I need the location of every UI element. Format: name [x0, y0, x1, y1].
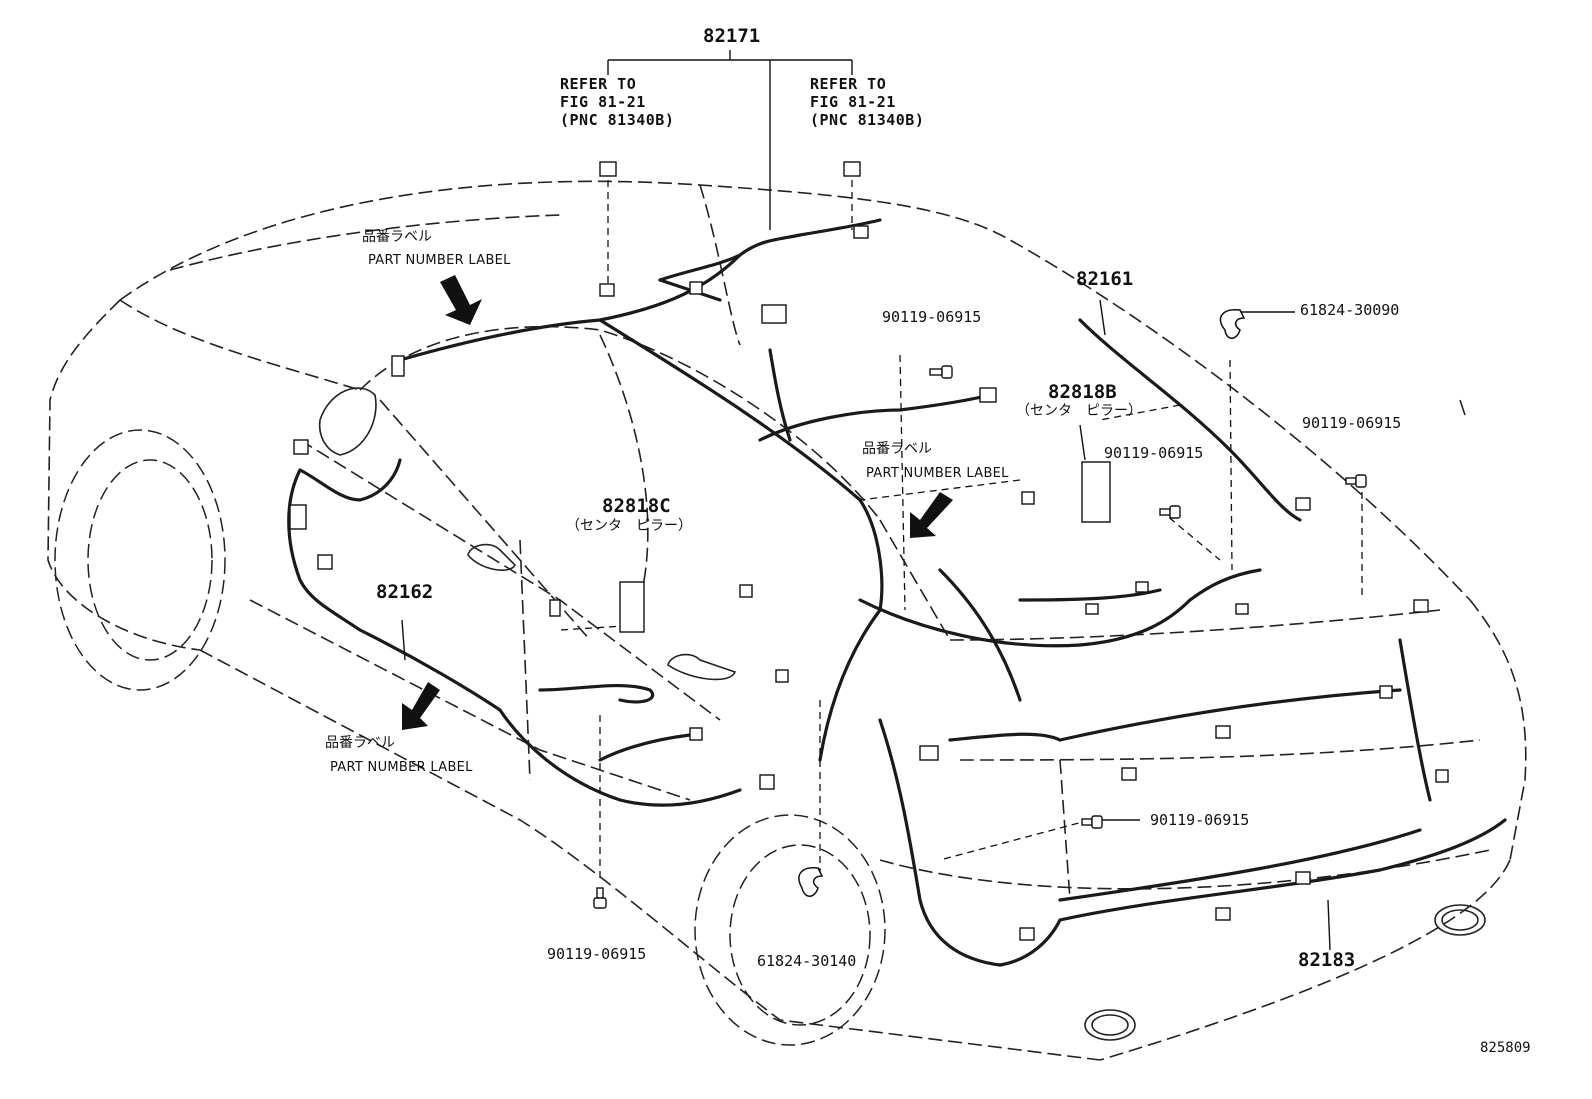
refer-left-line2: FIG 81-21 — [560, 93, 646, 111]
part-82171-label: 82171 — [703, 25, 761, 47]
part-label-en-mid: PART NUMBER LABEL — [866, 466, 1009, 481]
part-label-en-top: PART NUMBER LABEL — [368, 253, 511, 268]
part-82183-label: 82183 — [1298, 949, 1356, 971]
bolt-label-bottom: 90119-06915 — [547, 945, 647, 963]
refer-left-line3: (PNC 81340B) — [560, 111, 675, 129]
refer-right-line3: (PNC 81340B) — [810, 111, 925, 129]
refer-right-line2: FIG 81-21 — [810, 93, 896, 111]
part-label-jp-mid: 品番ラベル — [862, 441, 932, 457]
bolt-label-top: 90119-06915 — [882, 308, 982, 326]
part-label-jp-top: 品番ラベル — [362, 229, 432, 245]
center-pillar-jp-right: （センタ ピラー） — [1016, 403, 1142, 419]
refer-left-line1: REFER TO — [560, 75, 637, 93]
part-label-jp-bottom: 品番ラベル — [325, 735, 395, 751]
center-pillar-jp-left: （センタ ピラー） — [566, 518, 692, 534]
part-82162-label: 82162 — [376, 581, 434, 603]
part-61824-30140-label: 61824-30140 — [757, 952, 857, 970]
bolt-label-right: 90119-06915 — [1302, 414, 1402, 432]
bolt-label-mid: 90119-06915 — [1104, 444, 1204, 462]
part-61824-30090-label: 61824-30090 — [1300, 301, 1400, 319]
bolt-label-trunk: 90119-06915 — [1150, 811, 1250, 829]
part-label-en-bottom: PART NUMBER LABEL — [330, 760, 473, 775]
figure-code: 825809 — [1480, 1040, 1531, 1056]
refer-right-line1: REFER TO — [810, 75, 887, 93]
part-82818B-label: 82818B — [1048, 381, 1117, 403]
part-82818C-label: 82818C — [602, 495, 671, 517]
part-82161-label: 82161 — [1076, 268, 1134, 290]
